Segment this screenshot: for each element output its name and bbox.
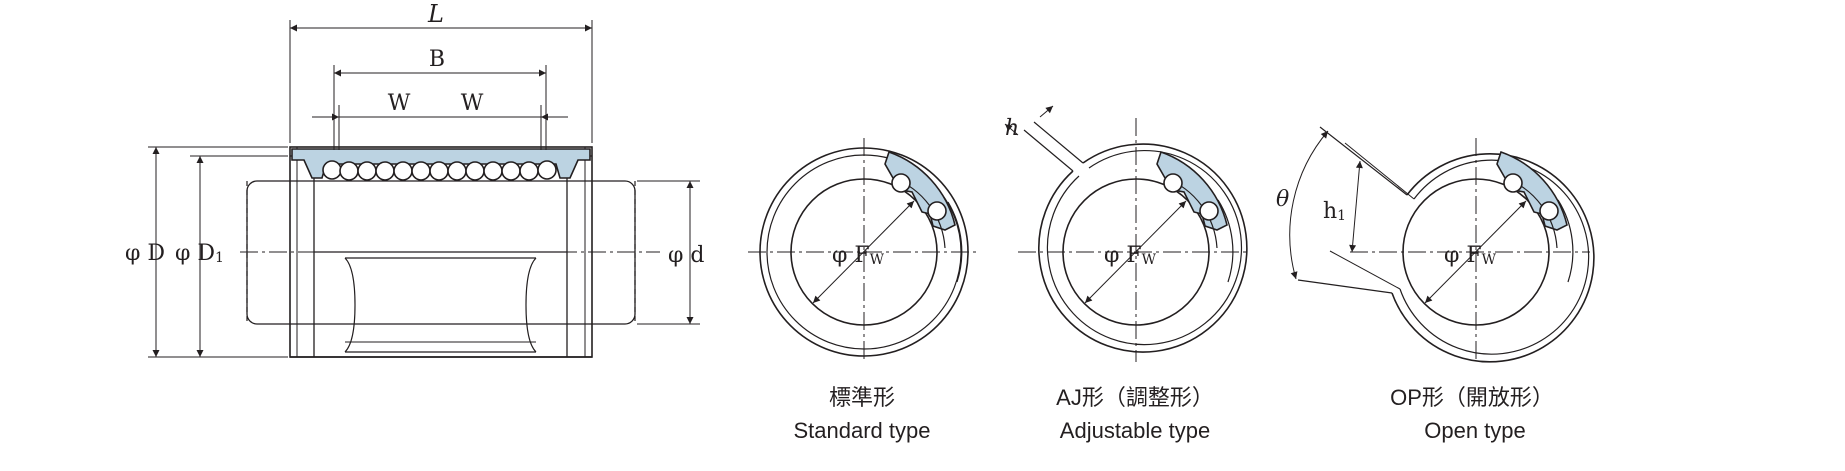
open-fw-main: φ F (1444, 243, 1482, 268)
open-h1-main: h (1323, 199, 1337, 224)
open-type-view: θ h1 φ FW OP形（開放形） Open type (1276, 126, 1595, 443)
standard-fw-main: φ F (832, 243, 870, 268)
label-d: φ d (668, 243, 704, 268)
adjustable-caption-en: Adjustable type (1060, 418, 1210, 443)
open-h1-label: h1 (1323, 199, 1346, 224)
standard-caption-ja: 標準形 (829, 385, 895, 410)
standard-fw-sub: W (870, 252, 885, 268)
open-h1-sub: 1 (1337, 208, 1346, 224)
open-fw-label: φ FW (1444, 243, 1497, 268)
open-theta-label: θ (1276, 187, 1289, 212)
adjustable-type-view: h φ FW AJ形（調整形） Adjustable type (1004, 105, 1250, 443)
open-caption-en: Open type (1424, 418, 1526, 443)
ball-row (322, 160, 557, 181)
standard-type-view: φ FW 標準形 Standard type (748, 138, 980, 443)
extension-lines (148, 20, 700, 358)
adjustable-fw-sub: W (1142, 252, 1157, 268)
label-W-left: W (388, 91, 411, 116)
label-D: φ D (125, 241, 165, 266)
label-D1: φ D1 (175, 241, 224, 266)
label-B: B (429, 47, 445, 72)
label-D1-sub: 1 (215, 250, 224, 266)
label-L: L (427, 0, 444, 28)
dimension-lines (152, 24, 694, 357)
adjustable-caption-ja: AJ形（調整形） (1056, 385, 1214, 410)
side-view: L B W W φ D φ D1 φ d (125, 0, 704, 358)
label-W-right: W (461, 91, 484, 116)
adjustable-h-label: h (1005, 116, 1019, 141)
open-fw-sub: W (1482, 252, 1497, 268)
adjustable-fw-label: φ FW (1104, 243, 1157, 268)
open-caption-ja: OP形（開放形） (1390, 385, 1554, 410)
adjustable-fw-main: φ F (1104, 243, 1142, 268)
label-D1-main: φ D (175, 241, 215, 266)
standard-fw-label: φ FW (832, 243, 885, 268)
standard-caption-en: Standard type (794, 418, 931, 443)
